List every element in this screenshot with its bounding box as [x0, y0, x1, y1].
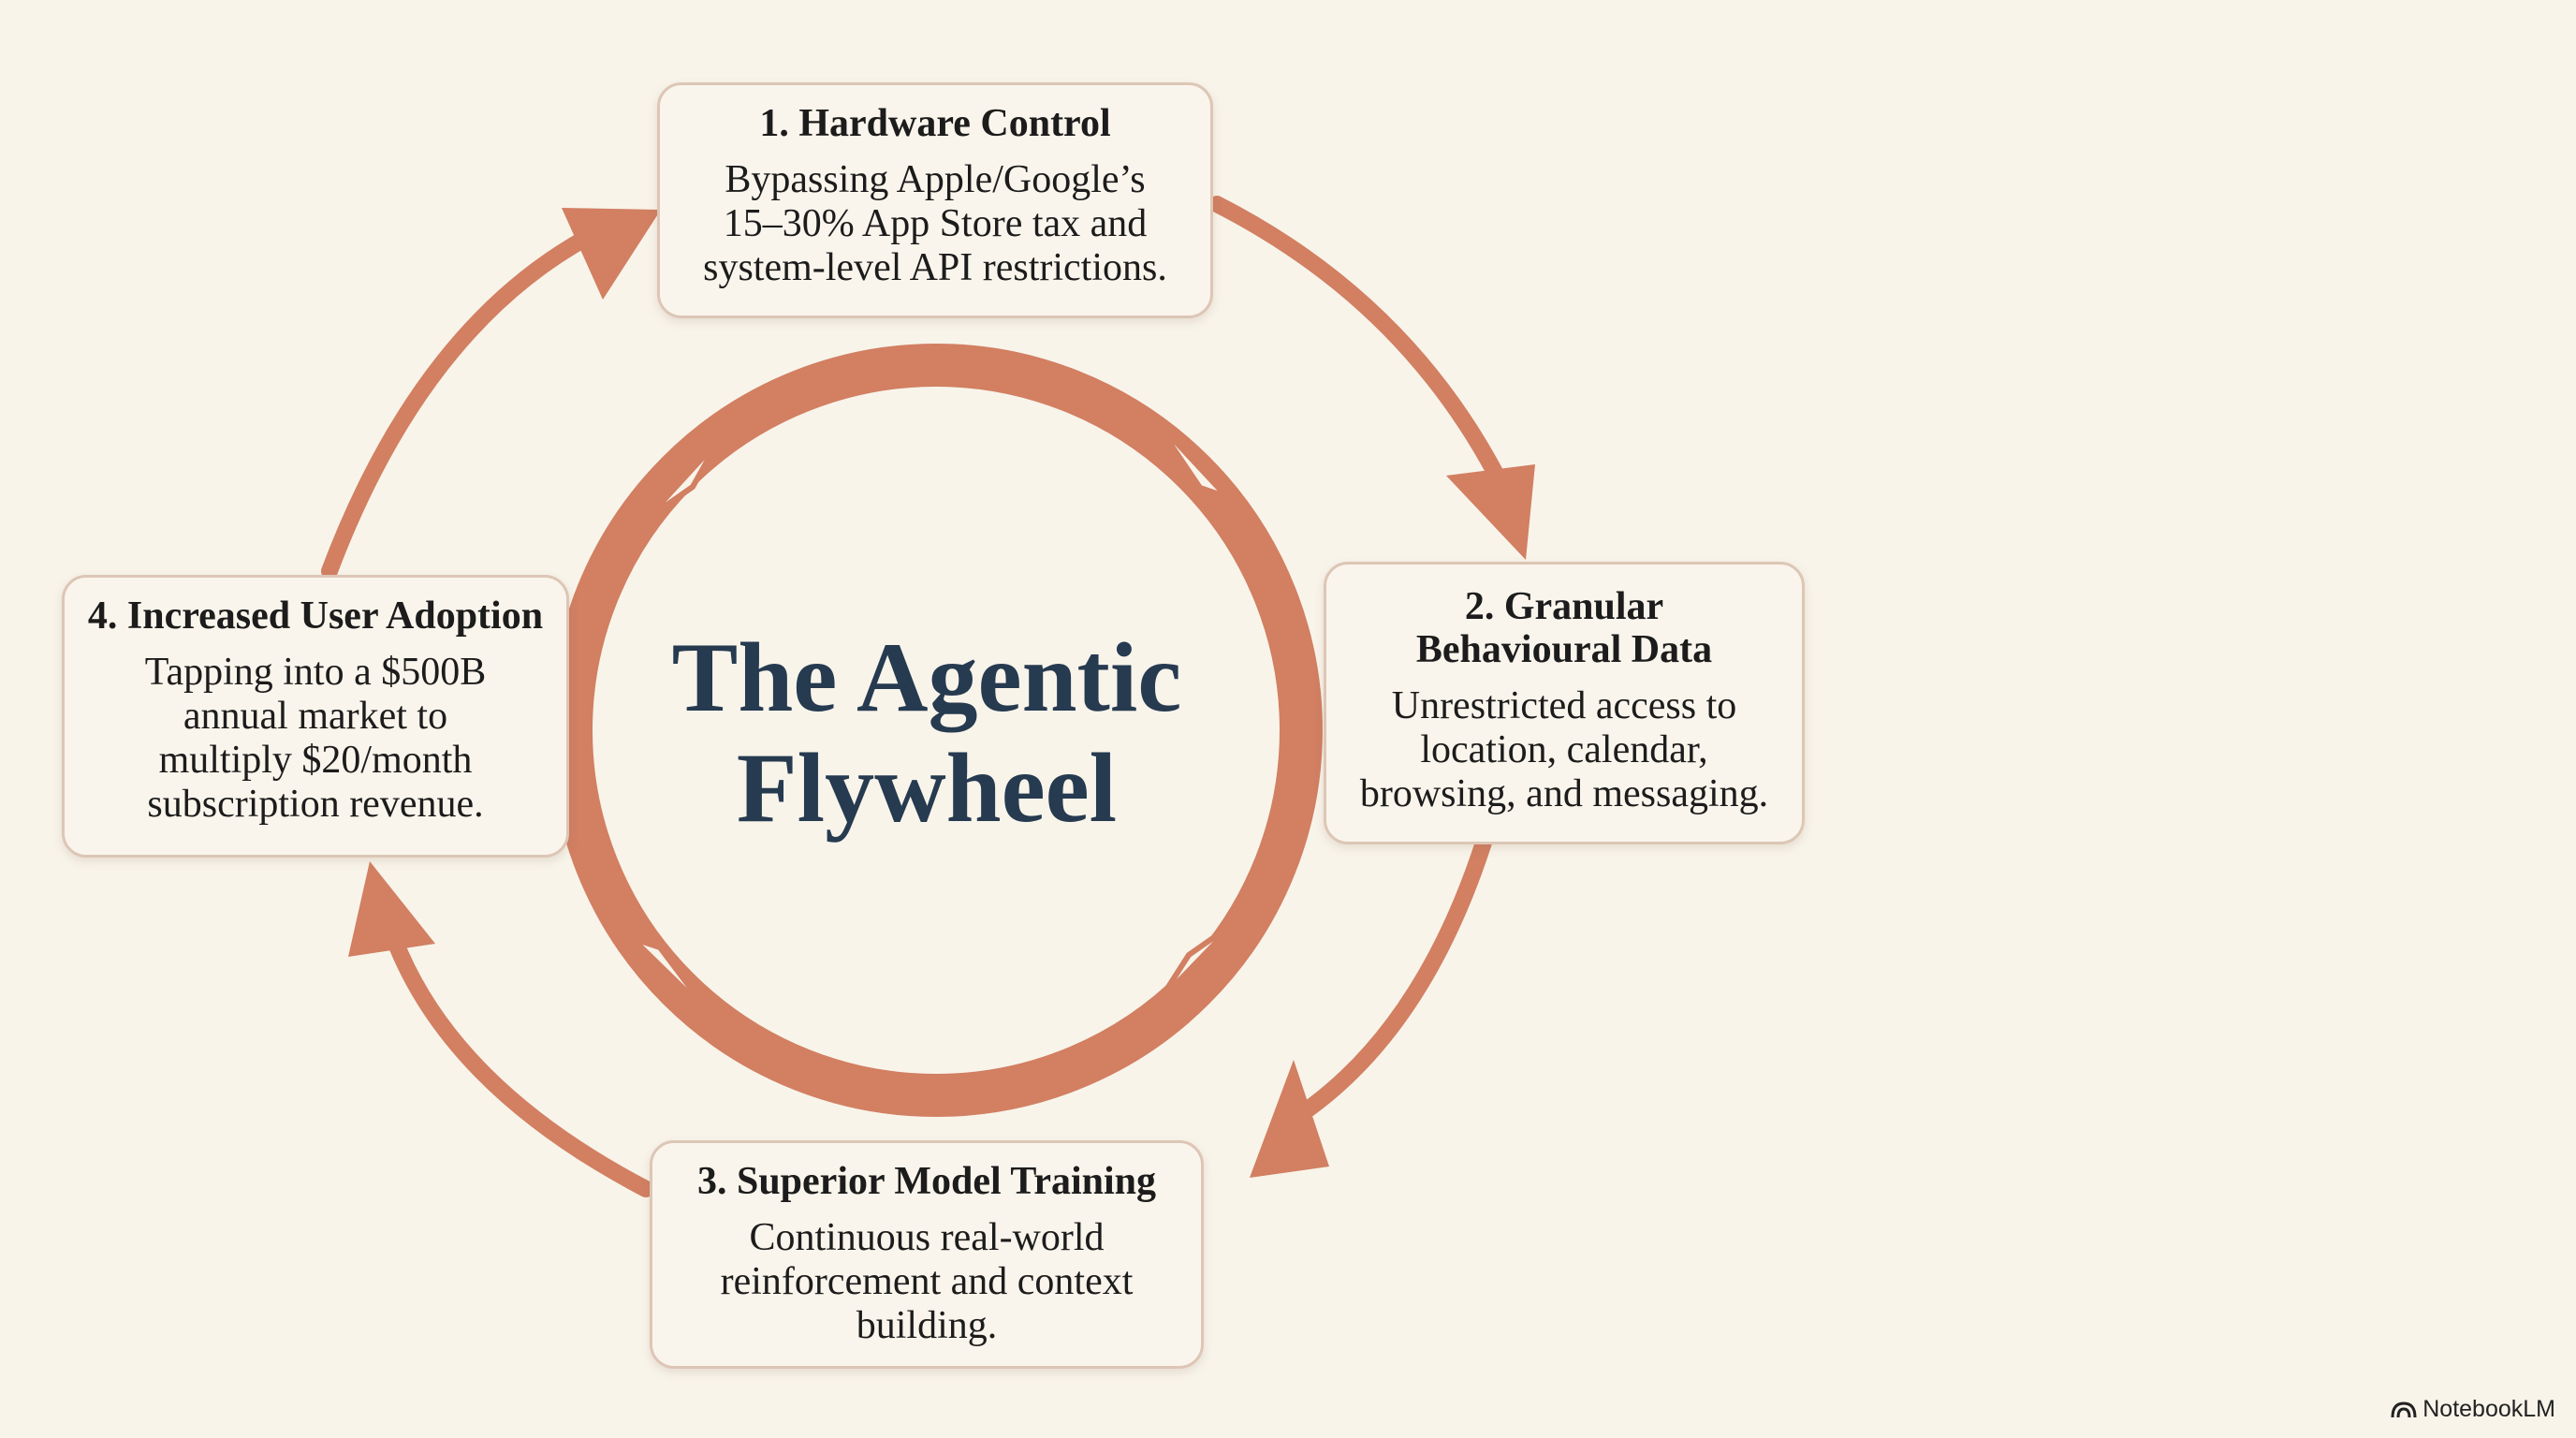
step-1-description-line: Bypassing Apple/Google’s — [724, 158, 1146, 201]
step-1-box: 1. Hardware Control Bypassing Apple/Goog… — [657, 82, 1213, 318]
inner-ring-chevron — [629, 935, 714, 1019]
cycle-arrow-3-to-4 — [348, 861, 654, 1197]
step-3-description-line: Continuous real-world — [749, 1216, 1105, 1259]
center-title-line: Flywheel — [736, 733, 1118, 843]
step-4-title: 4. Increased User Adoption — [87, 594, 544, 638]
cycle-arrow-4-to-1 — [321, 208, 661, 580]
inner-flywheel-ring — [549, 344, 1323, 1117]
step-3-title: 3. Superior Model Training — [696, 1160, 1157, 1203]
notebooklm-logo-icon — [2391, 1401, 2417, 1417]
inner-ring-chevron — [643, 437, 722, 522]
inner-ring-chevron — [1149, 413, 1230, 500]
inner-ring-chevron — [1156, 919, 1238, 1005]
brand-label: NotebookLM — [2422, 1396, 2555, 1422]
step-3-description-line: building. — [856, 1304, 998, 1347]
center-title-line: The Agentic — [671, 623, 1182, 732]
center-title: The Agentic Flywheel — [599, 623, 1254, 844]
cycle-arrow-2-to-3 — [1250, 834, 1492, 1178]
step-2-title-line: 2. Granular — [1464, 585, 1664, 628]
step-2-title-line: Behavioural Data — [1415, 628, 1713, 671]
step-2-description-line: Unrestricted access to — [1391, 684, 1737, 727]
cycle-arrow-1-to-2 — [1208, 196, 1535, 560]
step-3-box: 3. Superior Model Training Continuous re… — [650, 1140, 1204, 1369]
inner-ring — [549, 344, 1323, 1117]
step-4-description-line: annual market to — [183, 695, 448, 738]
step-1-description-line: system-level API restrictions. — [703, 246, 1167, 289]
step-1-title: 1. Hardware Control — [759, 102, 1111, 145]
step-2-description-line: location, calendar, — [1420, 728, 1708, 771]
step-4-description-line: multiply $20/month — [158, 739, 473, 782]
step-4-box: 4. Increased User Adoption Tapping into … — [62, 575, 569, 858]
step-2-box: 2. Granular Behavioural Data Unrestricte… — [1324, 562, 1805, 844]
step-2-description-line: browsing, and messaging. — [1359, 772, 1769, 815]
step-1-description-line: 15–30% App Store tax and — [723, 202, 1148, 245]
brand-watermark: NotebookLM — [2391, 1396, 2555, 1423]
step-4-description-line: Tapping into a $500B — [144, 651, 487, 694]
step-4-description-line: subscription revenue. — [147, 783, 484, 826]
step-3-description-line: reinforcement and context — [720, 1260, 1134, 1303]
